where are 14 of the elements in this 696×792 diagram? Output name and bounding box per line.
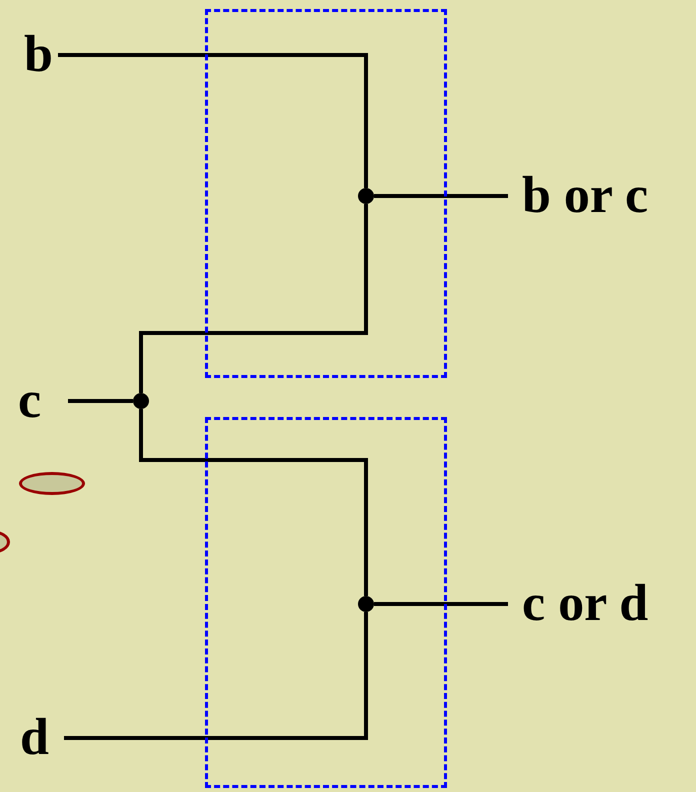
wire [58,53,368,188]
signal-label: b [24,29,53,81]
signal-label: c or d [522,578,648,630]
signal-label: d [20,712,49,764]
wire [139,204,368,393]
wire [374,194,508,198]
wire [139,409,368,596]
wire [64,612,368,740]
wire [68,399,133,403]
dashed-box [205,417,447,788]
wire [374,602,508,606]
dashed-box [205,9,447,378]
signal-label: c [18,375,42,427]
signal-label: b or c [522,170,648,222]
